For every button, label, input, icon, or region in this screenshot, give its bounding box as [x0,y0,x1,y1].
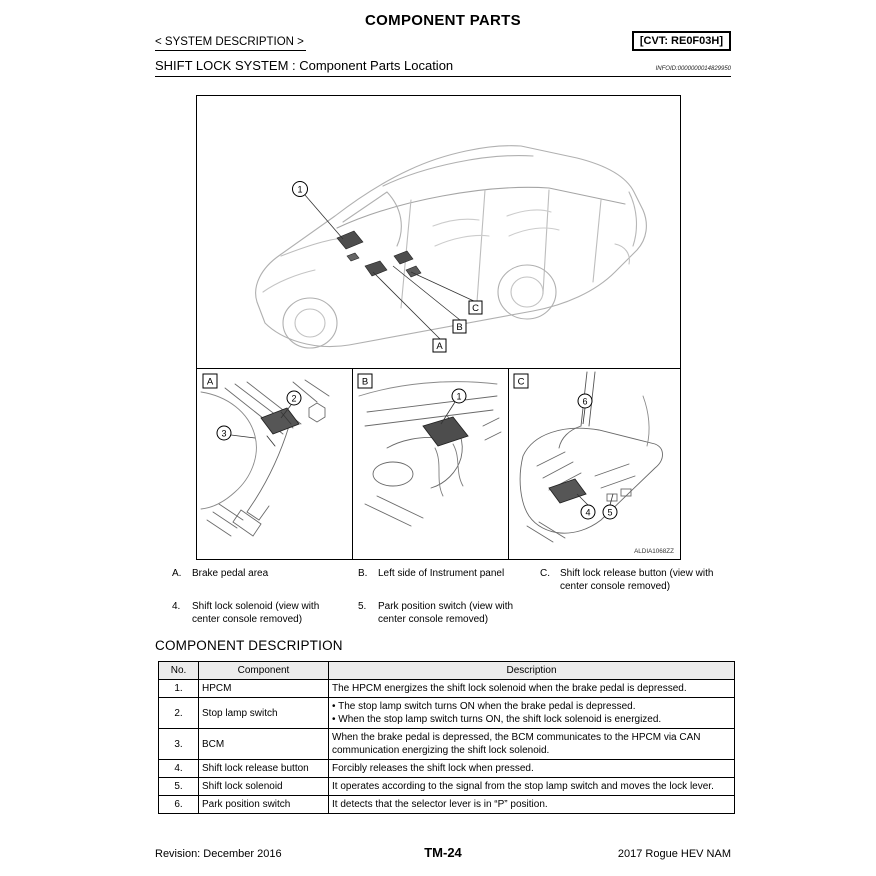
callout-2: 2 [280,390,302,419]
location-box-a-label: A [436,341,443,352]
legend-text: Shift lock solenoid (view with center co… [192,601,320,625]
legend-key: 5. [358,601,367,612]
callout-1-label: 1 [297,185,302,195]
location-box-a: A [432,338,447,353]
panel-a-letter: A [207,377,214,388]
header-description: Description [328,661,735,680]
header-component: Component [198,661,329,680]
legend-key: A. [172,568,182,579]
cell-component: Shift lock solenoid [198,777,329,796]
section-title: SHIFT LOCK SYSTEM : Component Parts Loca… [155,58,454,73]
table-header-row: No. Component Description [158,661,735,680]
component-description-table: No. Component Description 1. HPCM The HP… [158,661,735,814]
section-heading-row: SHIFT LOCK SYSTEM : Component Parts Loca… [155,58,731,77]
callout-3: 3 [216,425,256,441]
table-row: 1. HPCM The HPCM energizes the shift loc… [158,679,735,698]
legend-text: Shift lock release button (view with cen… [560,568,714,592]
cell-component: HPCM [198,679,329,698]
cell-no: 5. [158,777,199,796]
cell-description: It operates according to the signal from… [328,777,735,796]
legend-item-c: C. Shift lock release button (view with … [540,568,731,593]
callout-1: 1 [292,181,308,197]
page-number: TM-24 [424,845,462,860]
legend-key: B. [358,568,368,579]
callout-5-label: 5 [607,508,612,518]
page-content: COMPONENT PARTS < SYSTEM DESCRIPTION > [… [155,0,735,814]
callout-5: 5 [602,493,618,520]
legend-item-b: B. Left side of Instrument panel [358,568,540,593]
panel-b-letter: B [362,377,368,388]
leader-lines [304,194,477,340]
location-box-b-label: B [456,322,462,333]
panel-c-art [519,371,663,543]
cell-component: Stop lamp switch [198,697,329,729]
panel-b-callout-1: 1 [440,388,467,425]
cell-no: 6. [158,795,199,814]
callout-6: 6 [577,393,593,425]
location-box-c: C [468,300,483,315]
figure-legend: A. Brake pedal area B. Left side of Inst… [155,568,731,626]
cell-component: Shift lock release button [198,759,329,778]
callout-3-label: 3 [221,429,226,439]
subhead-row: < SYSTEM DESCRIPTION > [CVT: RE0F03H] [155,31,731,51]
variant-tag: [CVT: RE0F03H] [631,31,731,51]
figure-code: ALDIA1068ZZ [634,548,674,555]
callout-6-label: 6 [582,397,587,407]
panel-c-letter-box: C [513,373,529,389]
location-box-c-label: C [472,303,479,314]
figure-illustration: 1 A B C [197,145,680,559]
legend-key: 4. [172,601,181,612]
cell-description: It detects that the selector lever is in… [328,795,735,814]
cell-component: BCM [198,728,329,760]
cell-no: 3. [158,728,199,760]
model-label: 2017 Rogue HEV NAM [617,848,731,860]
cell-no: 1. [158,679,199,698]
page-title: COMPONENT PARTS [365,12,521,29]
car-illustration [255,145,647,349]
legend-item-5: 5. Park position switch (view with cente… [358,601,540,626]
panel-a-art [200,379,330,537]
cell-no: 4. [158,759,199,778]
cell-component: Park position switch [198,795,329,814]
infoid-label: INFOID:0000000014829950 [655,66,731,72]
panel-b-art [358,381,502,527]
legend-text: Park position switch (view with center c… [378,601,514,625]
panel-c-letter: C [518,377,525,388]
panel-b-letter-box: B [357,373,373,389]
legend-item-a: A. Brake pedal area [172,568,358,593]
legend-key: C. [540,568,550,579]
callout-4-label: 4 [585,508,590,518]
location-box-b: B [452,319,467,334]
cell-description: Forcibly releases the shift lock when pr… [328,759,735,778]
component-parts-highlight [336,230,422,278]
cell-no: 2. [158,697,199,729]
callout-2-label: 2 [291,394,296,404]
component-description-heading: COMPONENT DESCRIPTION [155,638,343,653]
table-row: 4. Shift lock release button Forcibly re… [158,759,735,778]
panel-dividers [197,368,680,559]
cell-description: The HPCM energizes the shift lock soleno… [328,679,735,698]
cell-description: When the brake pedal is depressed, the B… [328,728,735,760]
table-row: 5. Shift lock solenoid It operates accor… [158,777,735,796]
header-no: No. [158,661,199,680]
revision-label: Revision: December 2016 [155,848,282,860]
component-location-figure: 1 A B C [196,95,681,560]
table-row: 2. Stop lamp switch • The stop lamp swit… [158,697,735,729]
legend-text: Brake pedal area [192,568,269,579]
table-row: 6. Park position switch It detects that … [158,795,735,814]
callout-4: 4 [576,493,596,520]
panel-a-letter-box: A [202,373,218,389]
cell-description: • The stop lamp switch turns ON when the… [328,697,735,729]
table-row: 3. BCM When the brake pedal is depressed… [158,728,735,760]
page-footer: Revision: December 2016 TM-24 2017 Rogue… [155,845,731,860]
legend-text: Left side of Instrument panel [378,568,505,579]
breadcrumb: < SYSTEM DESCRIPTION > [155,36,306,51]
legend-item-4: 4. Shift lock solenoid (view with center… [172,601,358,626]
panel-b-callout-1-label: 1 [456,392,461,402]
